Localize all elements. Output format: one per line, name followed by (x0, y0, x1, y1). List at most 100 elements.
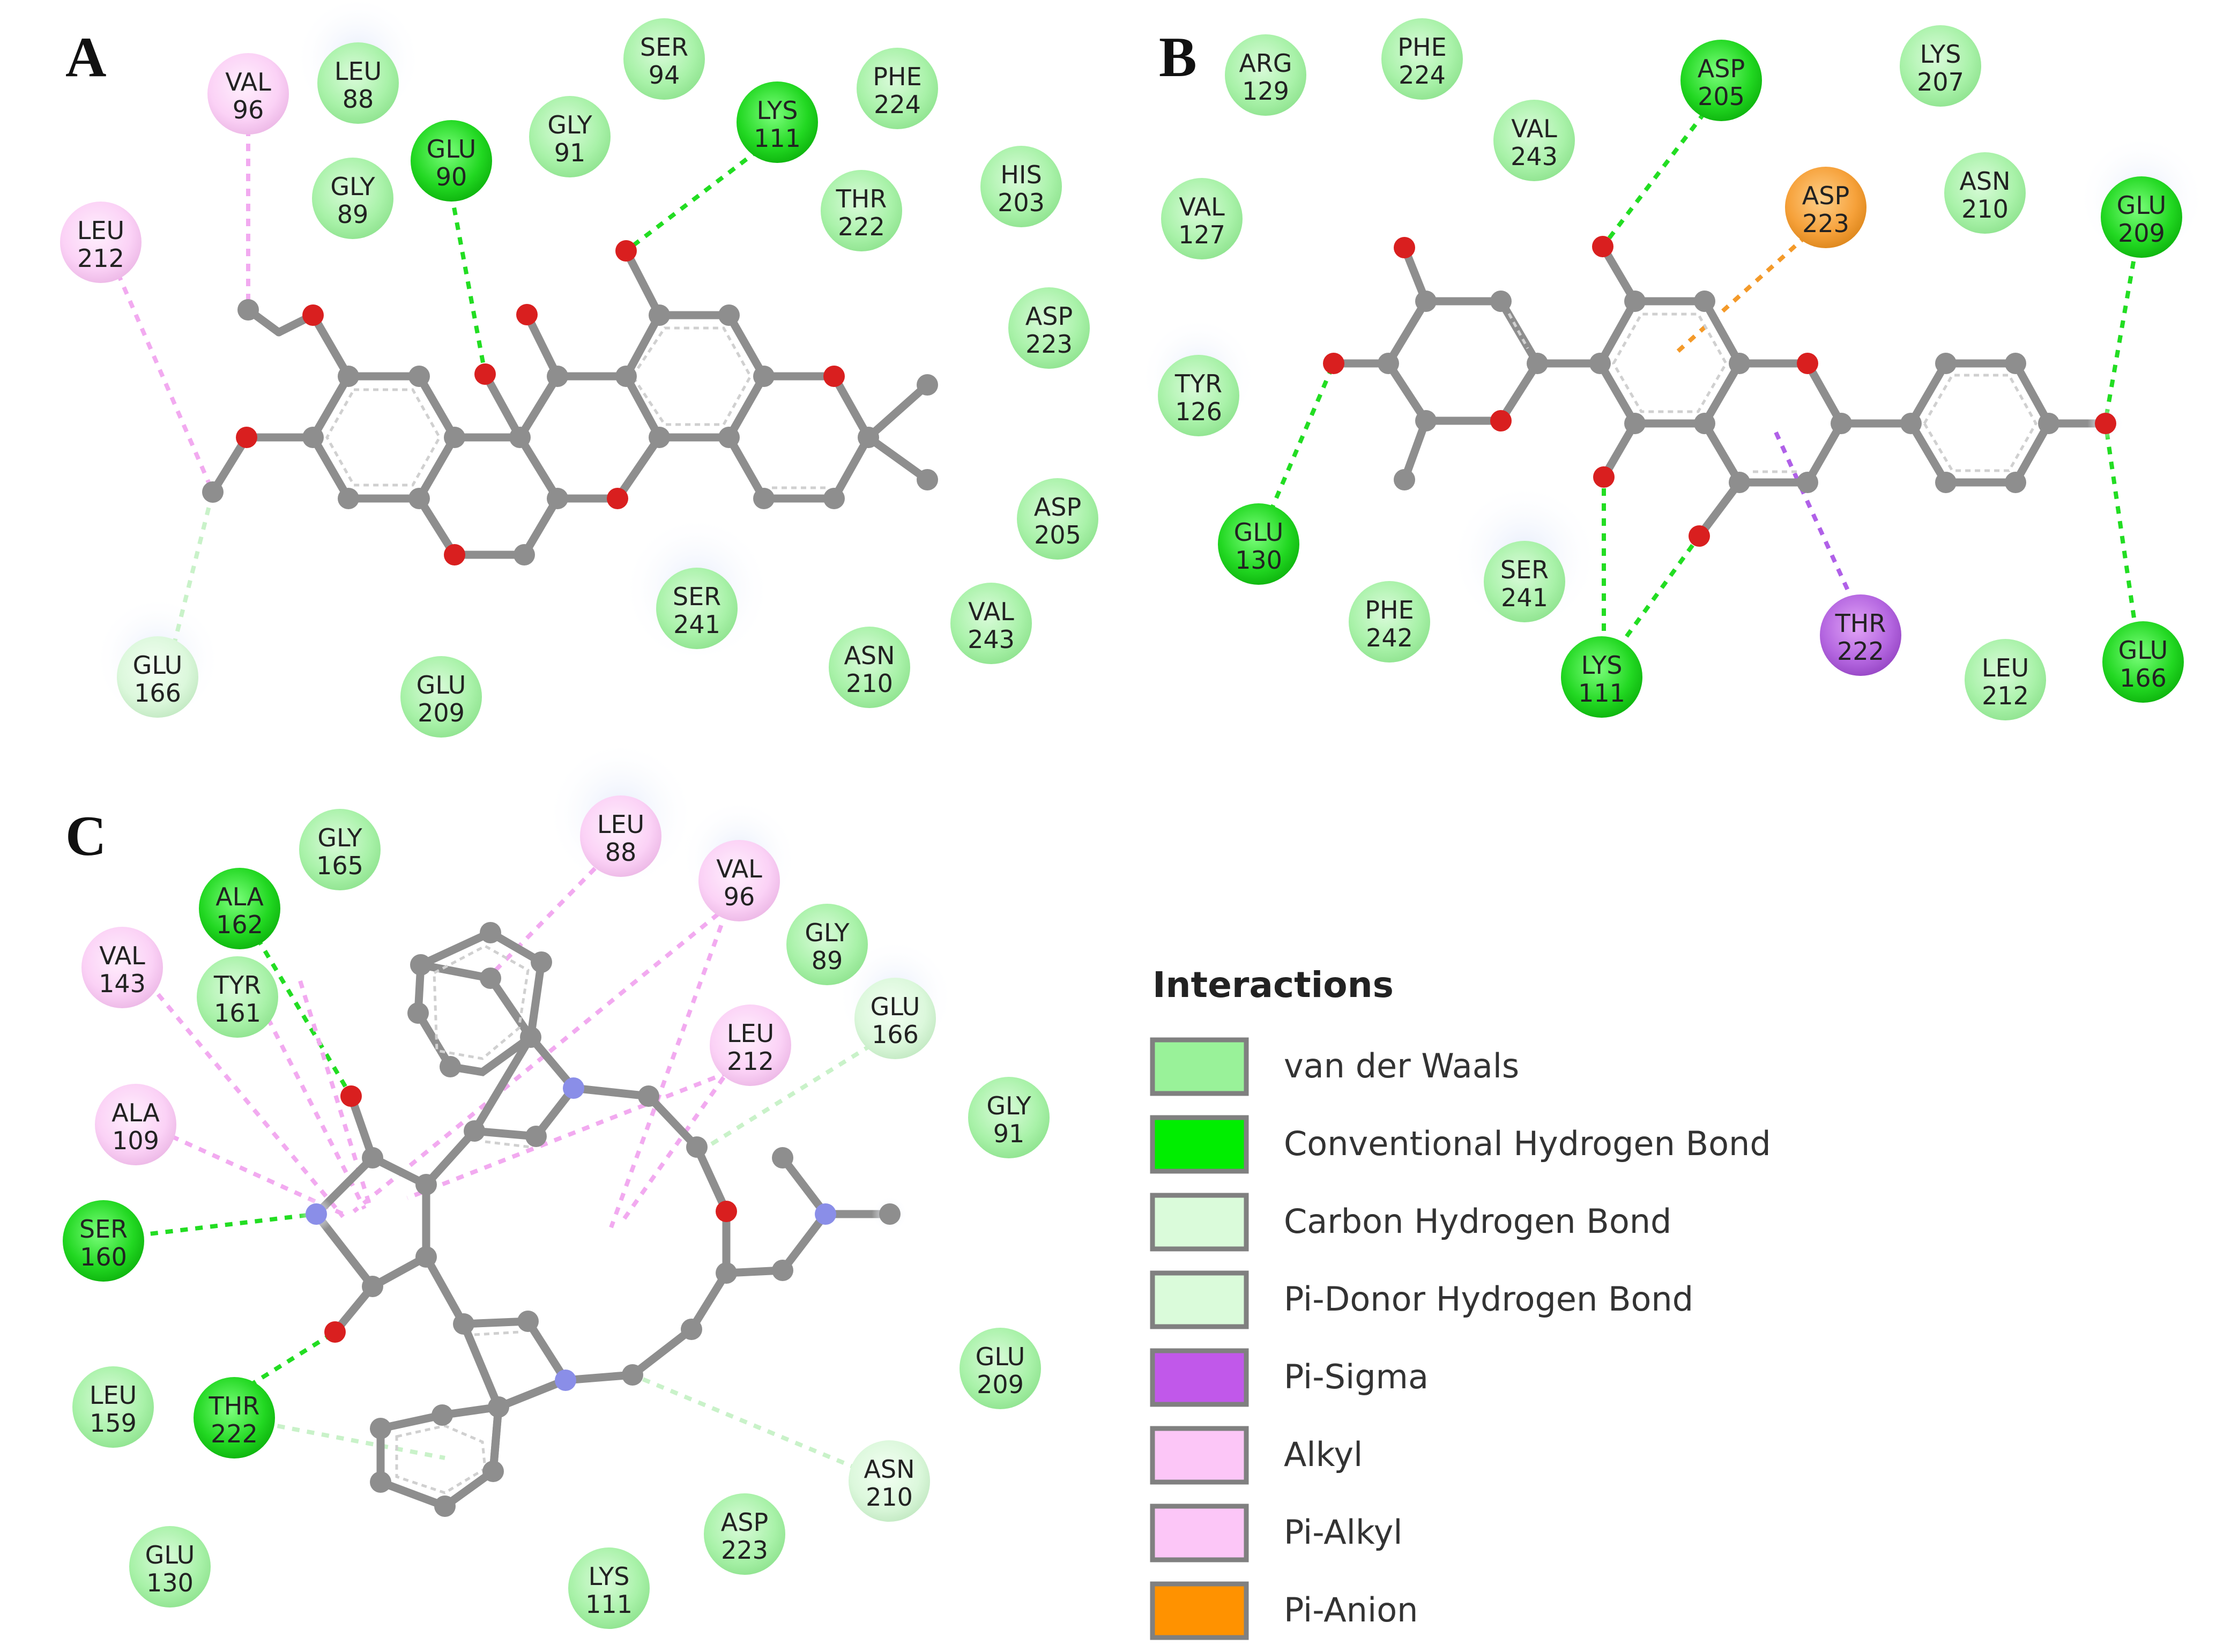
residue-name: GLU (2117, 191, 2167, 220)
carbon-atom (1624, 291, 1646, 312)
residue-name: PHE (1397, 33, 1446, 62)
residue-name: ASN (864, 1455, 914, 1484)
oxygen-atom (236, 427, 257, 448)
residue-disc (710, 1004, 791, 1086)
ligand-b-bonds (1329, 242, 2110, 540)
legend-swatch (1150, 1270, 1249, 1329)
residue-number: 162 (216, 910, 263, 939)
residue-number: 223 (1025, 330, 1073, 359)
ligand-b (1323, 236, 2124, 547)
residue-number: 224 (874, 90, 921, 119)
residue-name: VAL (1179, 192, 1225, 221)
residue-name: LEU (90, 1381, 137, 1410)
residue-number: 111 (754, 124, 801, 153)
residue-name: ASP (1034, 493, 1081, 522)
residue-number: 207 (1917, 68, 1964, 96)
residue-disc (704, 1493, 785, 1575)
carbon-atom (480, 922, 501, 943)
legend-label: Pi-Anion (1284, 1590, 1418, 1629)
residue-name: THR (836, 184, 887, 213)
residue-name: TYR (213, 971, 261, 1000)
residue-disc (197, 956, 278, 1038)
residue-name: LYS (589, 1562, 630, 1591)
residue-disc (317, 42, 399, 124)
residue-disc (2101, 176, 2182, 258)
residue-disc (81, 927, 163, 1008)
carbon-atom (1797, 472, 1818, 493)
residue-number: 212 (1982, 681, 2029, 710)
hbond-line (449, 192, 487, 375)
residue-number: 88 (343, 85, 374, 114)
oxygen-atom (302, 304, 324, 326)
carbon-atom (517, 1311, 539, 1332)
residue-name: TYR (1174, 369, 1222, 398)
residue-number: 222 (211, 1419, 258, 1448)
residue-name: ASN (844, 641, 895, 670)
carbon-atom (444, 427, 465, 448)
carbon-atom (1831, 413, 1852, 434)
carbon-atom (681, 1319, 702, 1340)
residue-disc (72, 1366, 154, 1448)
residue-name: THR (209, 1391, 260, 1420)
residue-disc (656, 568, 738, 649)
chbond-line (701, 1043, 873, 1152)
carbon-atom (453, 1313, 474, 1335)
legend-label: Alkyl (1284, 1435, 1363, 1474)
residue-disc (129, 1526, 211, 1608)
carbon-atom (622, 1364, 643, 1386)
residue-disc (968, 1077, 1050, 1158)
residue-name: GLU (133, 651, 183, 680)
residue-name: GLU (427, 135, 477, 163)
carbon-atom (362, 1276, 383, 1297)
residue-name: SER (79, 1215, 128, 1244)
residue-name: LYS (1581, 651, 1623, 680)
residue-number: 212 (727, 1047, 774, 1076)
residue-number: 91 (554, 138, 586, 167)
carbon-atom (302, 427, 324, 448)
carbon-atom (410, 954, 432, 976)
residue-disc (1900, 25, 1981, 107)
legend-item-anion: Pi-Anion (1150, 1581, 1418, 1640)
carbon-atom (362, 1147, 383, 1169)
residue-disc (2102, 621, 2184, 703)
residue-disc (737, 81, 818, 163)
residue-name: HIS (1000, 160, 1042, 189)
residue-disc (299, 809, 381, 890)
residue-name: ASP (1698, 54, 1745, 83)
alkyl-line (406, 1070, 730, 1200)
oxygen-atom (516, 304, 538, 325)
residue-number: 126 (1175, 397, 1222, 426)
residue-number: 127 (1178, 220, 1225, 249)
legend-label: Pi-Sigma (1284, 1357, 1429, 1396)
residue-name: GLU (1234, 518, 1284, 547)
carbon-atom (237, 299, 259, 321)
carbon-atom (823, 488, 845, 509)
residue-name: ARG (1239, 49, 1292, 78)
residue-name: GLY (547, 110, 592, 139)
carbon-atom (488, 1396, 509, 1418)
legend-swatch (1150, 1504, 1249, 1562)
residue-number: 143 (99, 969, 146, 998)
residue-name: ASP (1025, 302, 1073, 331)
residue-number: 243 (968, 625, 1015, 654)
residue-number: 91 (993, 1119, 1025, 1148)
carbon-atom (480, 968, 501, 989)
carbon-atom (1729, 472, 1750, 493)
legend-swatch (1150, 1581, 1249, 1640)
carbon-atom (2038, 413, 2059, 434)
residue-disc (1820, 594, 1901, 676)
carbon-atom (2005, 472, 2026, 493)
residue-disc (854, 978, 936, 1059)
carbon-atom (432, 1404, 453, 1426)
residue-number: 224 (1399, 61, 1446, 90)
hbond-line (2103, 423, 2138, 633)
